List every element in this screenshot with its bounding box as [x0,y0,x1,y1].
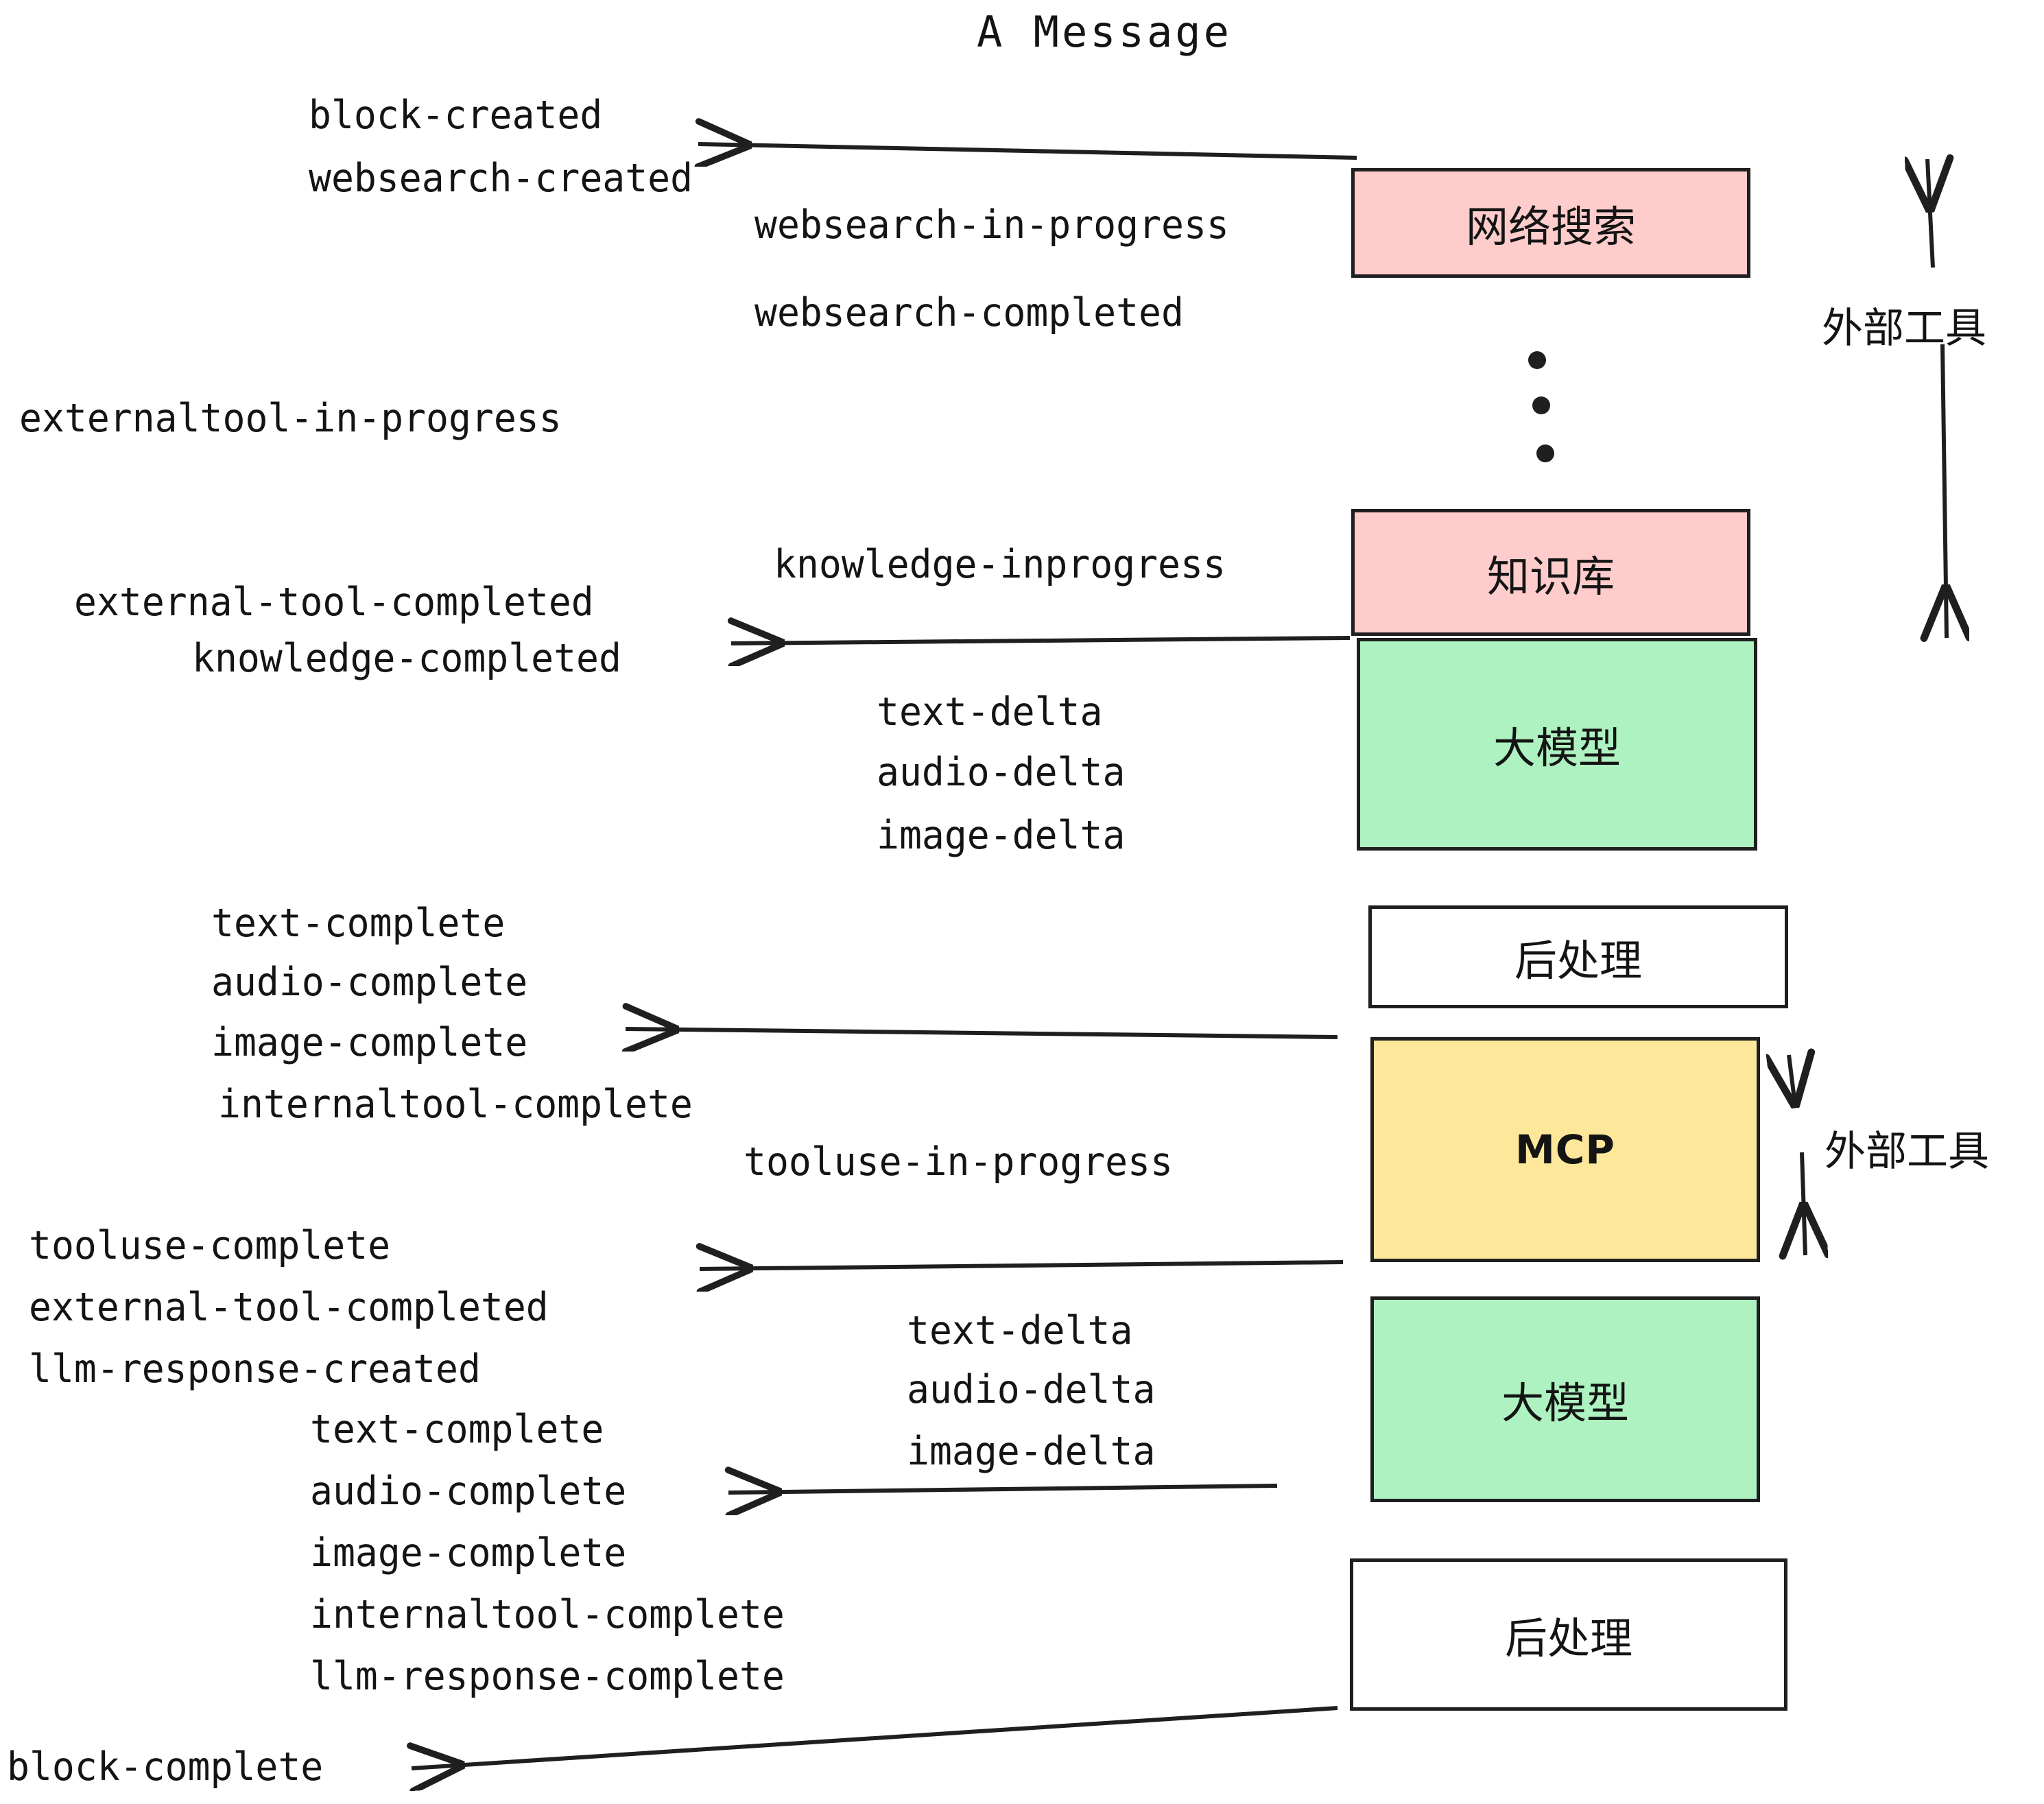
event-tooluse-in-progress: tooluse-in-progress [744,1139,1173,1185]
event-image-complete-2: image-complete [310,1530,627,1576]
box-label: 大模型 [1501,1378,1629,1428]
box-postprocess-1[interactable]: 后处理 [1368,905,1788,1008]
ellipsis-dot [1536,444,1554,462]
arrow-knowledge-to-completed [731,638,1351,643]
event-audio-delta-1: audio-delta [877,750,1126,795]
external-tool-text: 外部工具 [1825,1128,1989,1176]
event-knowledge-inprogress: knowledge-inprogress [774,542,1226,587]
box-knowledge-base[interactable]: 知识库 [1351,509,1750,636]
external-tool-label-2: 外部工具 [1825,1118,1989,1178]
event-text-delta-1: text-delta [877,689,1103,735]
arrow-mcp-to-tooluse-complete [700,1262,1344,1269]
event-external-tool-completed-1: external-tool-completed [74,580,594,625]
event-block-complete: block-complete [7,1744,324,1790]
event-llm-response-complete: llm-response-complete [310,1654,785,1699]
external-tool-arrow-down-2 [1802,1152,1805,1255]
external-tool-arrow-down-1 [1942,344,1947,638]
box-label: 大模型 [1493,723,1621,773]
event-externaltool-in-progress: externaltool-in-progress [19,396,562,441]
event-audio-complete-1: audio-complete [211,960,528,1005]
event-tooluse-complete: tooluse-complete [29,1223,391,1268]
box-label: 后处理 [1504,1613,1632,1663]
external-tool-label-1: 外部工具 [1822,295,1986,355]
event-image-delta-1: image-delta [877,813,1126,858]
event-text-complete-2: text-complete [310,1407,604,1452]
event-internaltool-complete-2: internaltool-complete [310,1592,785,1637]
box-llm-2[interactable]: 大模型 [1370,1296,1760,1502]
event-audio-complete-2: audio-complete [310,1469,627,1514]
arrow-postprocess-to-image-complete [626,1029,1338,1037]
external-tool-arrow-up-1 [1927,159,1933,268]
arrow-llm-to-audio-complete [728,1486,1278,1493]
arrow-websearch-to-block-created [698,144,1357,158]
box-web-search[interactable]: 网络搜索 [1351,168,1750,278]
box-label: MCP [1515,1126,1615,1173]
diagram-title: A Message [977,7,1232,57]
event-text-complete-1: text-complete [211,901,506,946]
event-websearch-completed: websearch-completed [754,290,1184,335]
box-mcp[interactable]: MCP [1370,1037,1760,1262]
box-llm-1[interactable]: 大模型 [1357,638,1757,851]
external-tool-arrow-up-2 [1789,1055,1795,1104]
event-text-delta-2: text-delta [907,1308,1133,1353]
event-image-complete-1: image-complete [211,1020,528,1065]
event-websearch-in-progress: websearch-in-progress [754,202,1229,248]
external-tool-text: 外部工具 [1822,305,1986,353]
event-image-delta-2: image-delta [907,1429,1156,1474]
ellipsis-dot [1532,396,1550,414]
event-audio-delta-2: audio-delta [907,1367,1156,1412]
event-knowledge-completed: knowledge-completed [192,636,621,681]
event-websearch-created: websearch-created [309,156,693,201]
box-label: 网络搜索 [1465,202,1636,252]
box-label: 后处理 [1514,936,1642,986]
event-block-created: block-created [309,93,603,138]
box-postprocess-2[interactable]: 后处理 [1350,1558,1787,1711]
arrow-postprocess-to-block-complete [412,1706,1338,1768]
event-llm-response-created: llm-response-created [29,1346,481,1392]
event-external-tool-completed-2: external-tool-completed [29,1285,549,1330]
ellipsis-dot [1528,351,1546,369]
box-label: 知识库 [1486,551,1615,602]
event-internaltool-complete-1: internaltool-complete [218,1082,693,1127]
